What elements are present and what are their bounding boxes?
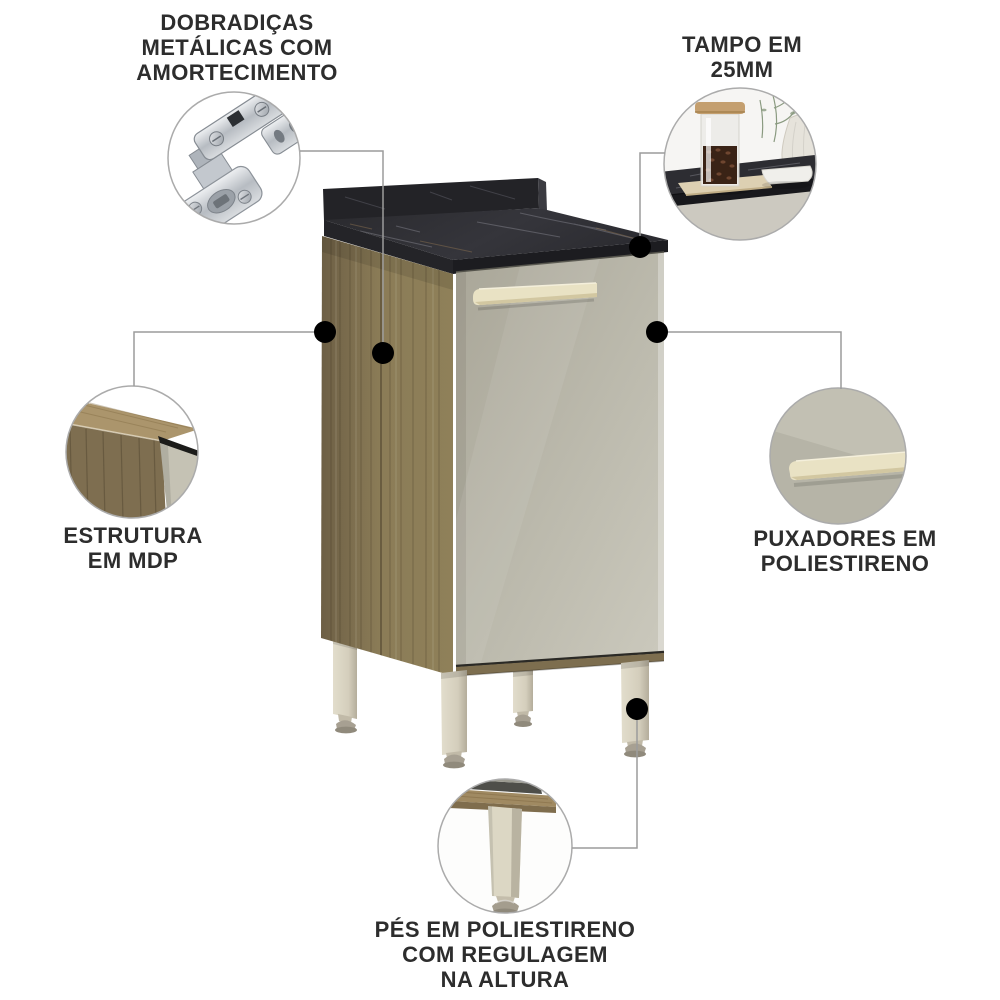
callout-line-countertop [639,152,665,247]
callout-label-line: DOBRADIÇAS [160,10,314,35]
callout-label-line: NA ALTURA [440,967,570,992]
callout-dot-structure [314,321,336,343]
handle-detail-circle [769,387,907,525]
callout-dot-feet [626,698,648,720]
cabinet [321,178,668,769]
cabinet-legs [333,638,533,734]
door-handle [473,282,597,311]
hinge-detail-circle [167,91,301,225]
countertop-detail-circle [663,87,817,241]
callout-label-line: TAMPO EM [681,32,803,57]
callout-label-feet: PÉS EM POLIESTIRENO COM REGULAGEM NA ALT… [375,917,636,992]
callout-dot-countertop [629,236,651,258]
callout-label-line: AMORTECIMENTO [136,60,338,85]
callout-label-countertop: TAMPO EM 25MM [682,32,802,82]
coffee-jar-icon [695,102,745,187]
callout-label-line: COM REGULAGEM [402,942,608,967]
callout-label-line: 25MM [710,57,774,82]
callout-dot-hinges [372,342,394,364]
leg-front-left [441,670,467,769]
callout-line-structure [133,331,325,386]
leg-back-left [333,638,357,734]
foot-detail-circle [437,778,573,914]
callout-line-feet [572,709,638,849]
cabinet-legs-front [441,660,649,769]
structure-detail-circle [65,385,199,519]
callout-label-line: EM MDP [87,548,179,573]
callout-label-handles: PUXADORES EM POLIESTIRENO [753,526,936,576]
callout-line-handles [657,331,842,389]
adjustable-foot-icon [449,779,556,913]
callout-label-line: POLIESTIRENO [760,551,930,576]
countertop [324,208,668,274]
handle-icon [789,451,906,487]
side-panel [321,236,453,676]
callout-dot-handles [646,321,668,343]
callout-label-line: PUXADORES EM [753,526,937,551]
door [455,251,665,666]
callout-label-line: ESTRUTURA [63,523,203,548]
callout-label-line: METÁLICAS COM [141,35,333,60]
backsplash [323,178,547,221]
bowl-icon [761,165,813,189]
callout-label-structure: ESTRUTURA EM MDP [63,523,202,573]
callout-label-line: PÉS EM POLIESTIRENO [374,917,636,942]
callout-label-hinges: DOBRADIÇAS METÁLICAS COM AMORTECIMENTO [136,10,338,85]
leg-back-middle [513,669,533,727]
callout-line-hinges [300,150,384,353]
